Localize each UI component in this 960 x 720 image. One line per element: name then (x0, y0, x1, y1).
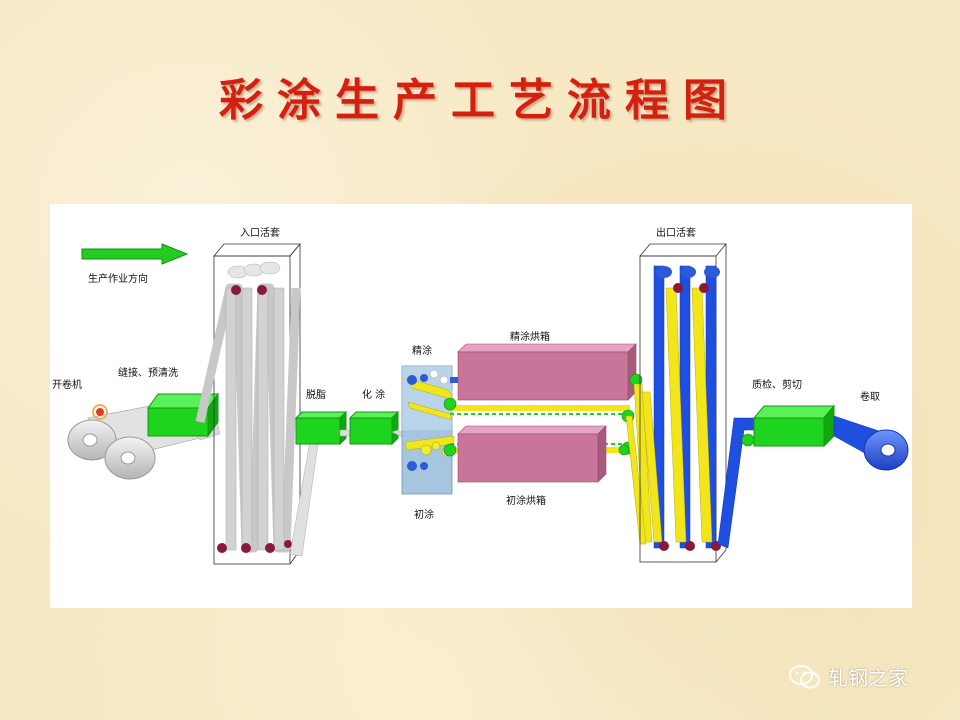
finish-coating-label: 精涂 (412, 346, 432, 357)
exit-accumulator (639, 243, 727, 563)
inspection-cutting-label: 质检、剪切 (752, 380, 802, 391)
entry-accumulator-label: 入口活套 (240, 228, 280, 239)
recoiler-coil (833, 415, 909, 471)
uncoiler-label: 开卷机 (52, 380, 82, 391)
chemical-coating-unit (348, 410, 400, 446)
welding-cleaning-label: 缝接、预清洗 (118, 368, 178, 379)
degreasing-unit (294, 410, 348, 446)
process-diagram: 生产作业方向 开卷机 缝接、预清洗 入口活套 脱脂 化 涂 精涂 初涂 精涂烘箱… (50, 204, 912, 608)
primer-coating-label: 初涂 (414, 510, 434, 521)
guide-rollers (443, 373, 643, 457)
primer-coating-oven (457, 425, 607, 483)
process-flow-svg (67, 243, 909, 565)
wechat-icon (789, 664, 820, 688)
inspection-cutting-unit (752, 404, 836, 448)
watermark-text: 轧钢之家 (828, 666, 908, 690)
watermark: 轧钢之家 (788, 662, 908, 691)
direction-arrow (81, 243, 189, 265)
degreasing-label: 脱脂 (306, 390, 326, 401)
entry-accumulator (195, 243, 301, 565)
exit-accumulator-label: 出口活套 (656, 228, 696, 239)
page-title: 彩涂生产工艺流程图 (219, 75, 741, 126)
chemical-coating-label: 化 涂 (362, 390, 386, 401)
finish-oven-label: 精涂烘箱 (510, 332, 550, 343)
finish-coating-oven (457, 343, 637, 401)
direction-label: 生产作业方向 (88, 274, 148, 285)
coater-station (401, 365, 455, 495)
primer-oven-label: 初涂烘箱 (506, 496, 546, 507)
recoiler-label: 卷取 (860, 392, 880, 403)
